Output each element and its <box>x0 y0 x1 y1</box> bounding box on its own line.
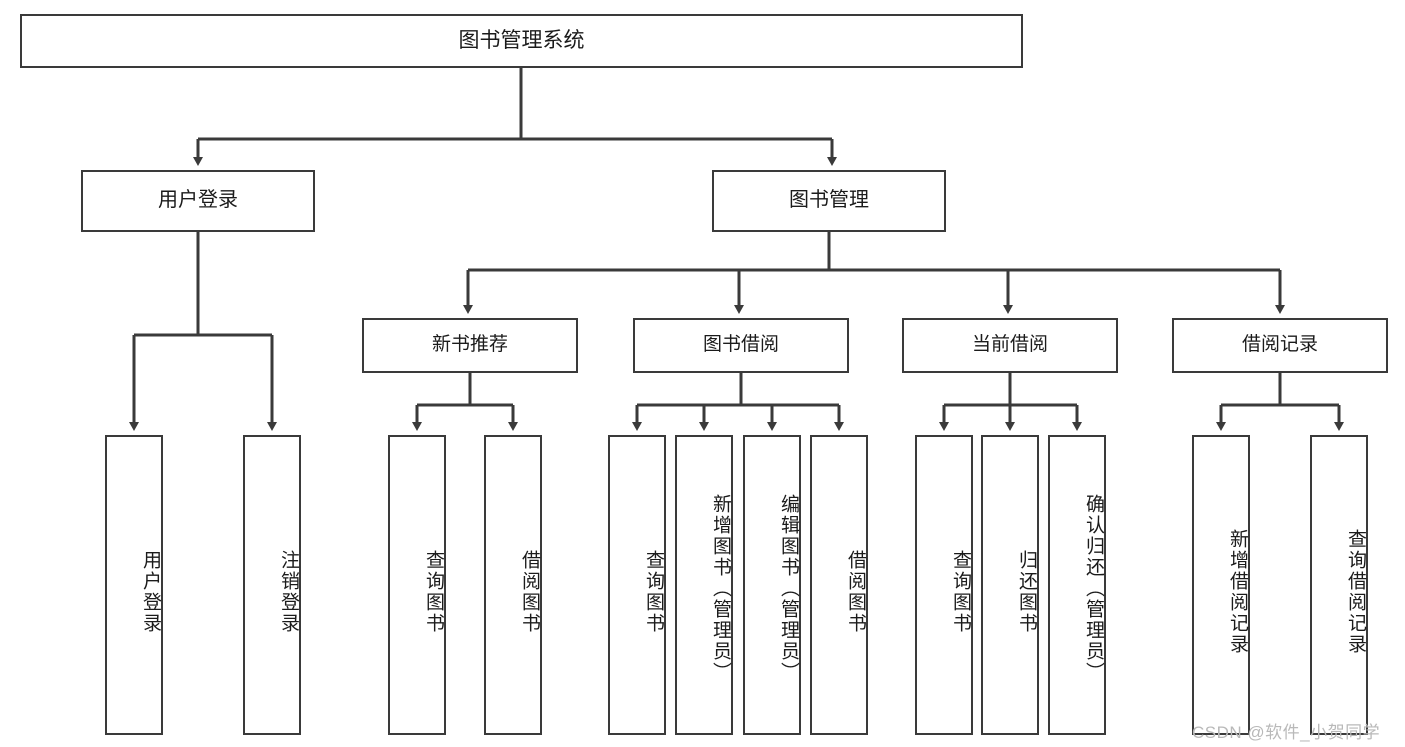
leaf-borrow-book-recommend[interactable]: 借阅图书 <box>484 435 542 735</box>
node-label: 借阅记录 <box>1241 334 1318 356</box>
csdn-watermark: CSDN @软件_小贺同学 <box>1192 723 1381 742</box>
node-label: 查询图书 <box>643 550 664 634</box>
leaf-query-borrow-record[interactable]: 查询借阅记录 <box>1310 435 1368 735</box>
node-label: 图书借阅 <box>702 334 779 356</box>
node-label: 图书管理 <box>789 189 869 212</box>
node-book-borrow[interactable]: 图书借阅 <box>633 318 849 373</box>
leaf-edit-book-admin[interactable]: 编辑图书（管理员） <box>743 435 801 735</box>
node-label: 注销登录 <box>278 550 299 634</box>
node-label: 新增图书（管理员） <box>710 493 731 683</box>
node-root[interactable]: 图书管理系统 <box>20 14 1023 68</box>
node-label: 查询图书 <box>423 550 444 634</box>
leaf-query-book-borrow[interactable]: 查询图书 <box>608 435 666 735</box>
node-label: 查询图书 <box>950 550 971 634</box>
node-label: 用户登录 <box>140 550 161 634</box>
node-label: 确认归还（管理员） <box>1083 493 1104 683</box>
node-current-borrow[interactable]: 当前借阅 <box>902 318 1118 373</box>
node-book-manage[interactable]: 图书管理 <box>712 170 946 232</box>
node-borrow-record[interactable]: 借阅记录 <box>1172 318 1388 373</box>
node-label: 当前借阅 <box>971 334 1048 356</box>
leaf-user-login[interactable]: 用户登录 <box>105 435 163 735</box>
node-label: 新增借阅记录 <box>1227 529 1248 655</box>
node-label: 借阅图书 <box>845 550 866 634</box>
leaf-query-book-current[interactable]: 查询图书 <box>915 435 973 735</box>
leaf-add-book-admin[interactable]: 新增图书（管理员） <box>675 435 733 735</box>
node-label: 新书推荐 <box>431 334 508 356</box>
leaf-confirm-return-admin[interactable]: 确认归还（管理员） <box>1048 435 1106 735</box>
node-label: 图书管理系统 <box>458 28 585 52</box>
node-new-book-recommend[interactable]: 新书推荐 <box>362 318 578 373</box>
node-label: 编辑图书（管理员） <box>778 493 799 683</box>
node-label: 借阅图书 <box>519 550 540 634</box>
node-user-login[interactable]: 用户登录 <box>81 170 315 232</box>
leaf-borrow-book[interactable]: 借阅图书 <box>810 435 868 735</box>
leaf-query-book-recommend[interactable]: 查询图书 <box>388 435 446 735</box>
leaf-return-book[interactable]: 归还图书 <box>981 435 1039 735</box>
node-label: 用户登录 <box>158 189 238 212</box>
node-label: 归还图书 <box>1016 550 1037 634</box>
node-label: 查询借阅记录 <box>1345 529 1366 655</box>
leaf-user-logout[interactable]: 注销登录 <box>243 435 301 735</box>
leaf-add-borrow-record[interactable]: 新增借阅记录 <box>1192 435 1250 735</box>
